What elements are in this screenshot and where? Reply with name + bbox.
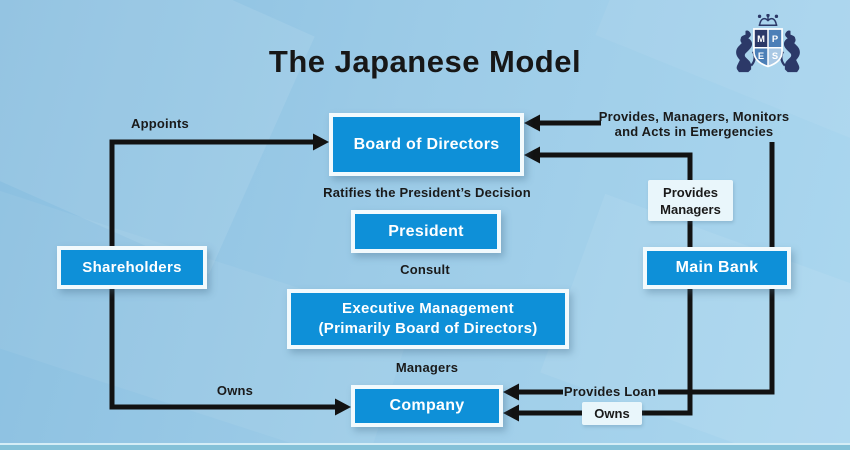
- edge-label-line2: and Acts in Emergencies: [614, 124, 774, 139]
- edge-label-owns-left: Owns: [216, 383, 254, 398]
- node-company: Company: [351, 385, 503, 427]
- connector-provides-monitors: [524, 114, 601, 132]
- crown-icon: [757, 13, 779, 26]
- lion-left-icon: [736, 30, 756, 73]
- crest-logo-graphic: M P E S: [736, 13, 800, 73]
- node-president: President: [351, 210, 501, 253]
- shield-icon: M P E S: [753, 28, 783, 68]
- edge-label-provides-loan: Provides Loan: [563, 384, 657, 399]
- node-shareholders: Shareholders: [57, 246, 207, 289]
- edge-label: Owns: [594, 406, 630, 421]
- edge-label-provides-monitors: Provides, Managers, Monitors and Acts in…: [599, 109, 790, 139]
- shield-letter-m: M: [757, 34, 765, 44]
- node-label: Board of Directors: [353, 135, 500, 153]
- shield-letter-s: S: [772, 51, 778, 61]
- mpes-crest-logo: M P E S: [730, 13, 806, 74]
- node-label: Shareholders: [82, 258, 182, 276]
- edge-label-box-provides-managers: Provides Managers: [648, 180, 733, 221]
- edge-label-line1: Provides, Managers, Monitors: [598, 109, 790, 124]
- shield-letter-e: E: [758, 51, 764, 61]
- edge-label-line1: Provides: [663, 184, 718, 200]
- node-label: President: [388, 222, 464, 240]
- edge-label-ratifies: Ratifies the President’s Decision: [323, 185, 531, 200]
- connector-provides-loan: [503, 142, 775, 401]
- edge-label-consult: Consult: [400, 262, 450, 277]
- lion-right-icon: [780, 30, 800, 73]
- node-label-line1: Executive Management: [342, 300, 514, 317]
- node-label-line2: (Primarily Board of Directors): [318, 320, 538, 337]
- shield-letter-p: P: [772, 34, 778, 44]
- edge-label-box-owns-right: Owns: [582, 402, 642, 425]
- node-label: Main Bank: [675, 259, 759, 276]
- node-label: Company: [389, 397, 465, 414]
- edge-label-line2: Managers: [660, 201, 721, 217]
- edge-label-managers: Managers: [395, 360, 459, 375]
- node-board-of-directors: Board of Directors: [329, 113, 524, 176]
- node-executive-management: Executive Management (Primarily Board of…: [287, 289, 569, 349]
- footer-band: [0, 443, 850, 450]
- edge-label-appoints: Appoints: [131, 116, 189, 131]
- page-title: The Japanese Model: [268, 44, 582, 79]
- node-main-bank: Main Bank: [643, 247, 791, 289]
